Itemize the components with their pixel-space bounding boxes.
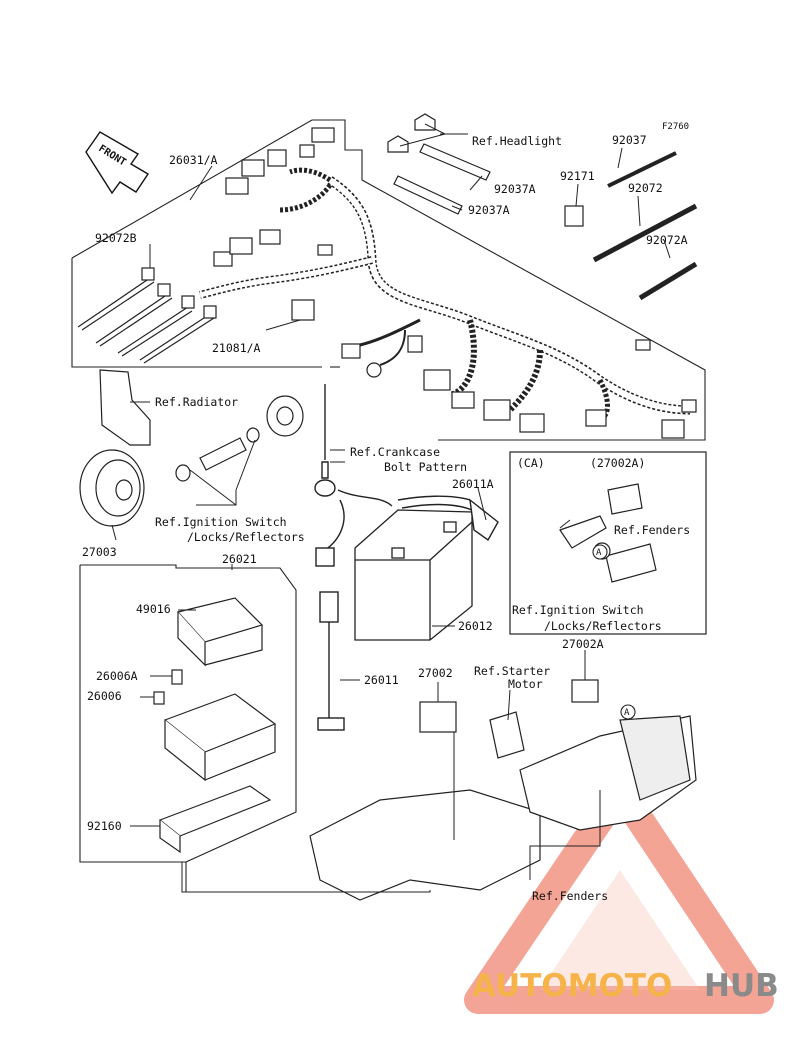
- part-label-92072A: 92072A: [646, 233, 688, 247]
- part-label-26006A: 26006A: [96, 669, 138, 683]
- watermark-triangle: [464, 776, 774, 1014]
- ignition-switch-parts: [175, 395, 304, 482]
- part-label-26021: 26021: [222, 552, 257, 566]
- ref-fenders-box: Ref.Fenders: [614, 523, 690, 537]
- watermark-logo: AUTOMOTO HUB: [472, 968, 779, 1004]
- harness-connectors: [213, 127, 697, 439]
- figure-code: F2760: [662, 122, 689, 132]
- part-label-92160: 92160: [87, 819, 122, 833]
- part-label-27002A: 27002A: [562, 637, 604, 651]
- part-label-92037A-1: 92037A: [494, 182, 536, 196]
- horn: [79, 369, 151, 527]
- leader-lines: [111, 123, 671, 893]
- ref-starter-1: Ref.Starter: [474, 664, 550, 678]
- fuse-box-parts: [153, 597, 277, 854]
- part-label-92037: 92037: [612, 133, 647, 147]
- ref-ignition-box-1: Ref.Ignition Switch: [512, 603, 644, 617]
- ref-radiator: Ref.Radiator: [155, 395, 238, 409]
- ref-crankcase-1: Ref.Crankcase: [350, 445, 440, 459]
- part-label-26031: 26031/A: [169, 153, 218, 167]
- part-label-26011: 26011: [364, 673, 399, 687]
- front-arrow-icon: FRONT: [85, 131, 149, 195]
- ref-ignition-left-1: Ref.Ignition Switch: [155, 515, 287, 529]
- starter-relay: [419, 679, 599, 759]
- rear-fender: [309, 715, 697, 901]
- part-label-27002: 27002: [418, 666, 453, 680]
- ref-starter-2: Motor: [508, 677, 543, 691]
- marker-a-inset: A: [592, 544, 608, 560]
- ref-ignition-left-2: /Locks/Reflectors: [187, 530, 305, 544]
- part-label-27003: 27003: [82, 545, 117, 559]
- ca-region-label: (CA): [517, 456, 545, 470]
- ref-ignition-box-2: /Locks/Reflectors: [544, 619, 662, 633]
- part-label-26012: 26012: [458, 619, 493, 633]
- ref-headlight: Ref.Headlight: [472, 134, 562, 148]
- wiring-harness: [199, 167, 691, 423]
- ref-crankcase-2: Bolt Pattern: [384, 460, 467, 474]
- part-label-92072B: 92072B: [95, 231, 137, 245]
- fuse-box-panel: [79, 564, 297, 892]
- part-label-92037A-2: 92037A: [468, 203, 510, 217]
- harness-panel-outline: [71, 119, 706, 441]
- svg-text:A: A: [596, 548, 602, 558]
- band-clips-92072B: [77, 267, 217, 364]
- svg-text:HUB: HUB: [704, 968, 779, 1004]
- ref-fenders-bottom: Ref.Fenders: [532, 889, 608, 903]
- svg-text:A: A: [624, 708, 630, 718]
- part-label-92072: 92072: [628, 181, 663, 195]
- marker-a-main: A: [620, 704, 636, 720]
- part-label-49016: 49016: [136, 602, 171, 616]
- headlight-brackets: [387, 113, 698, 301]
- battery: [354, 509, 473, 641]
- part-label-26011A: 26011A: [452, 477, 494, 491]
- part-label-27002A-box: (27002A): [590, 456, 645, 470]
- part-label-92171: 92171: [560, 169, 595, 183]
- svg-text:AUTOMOTO: AUTOMOTO: [472, 968, 672, 1004]
- part-label-26006: 26006: [87, 689, 122, 703]
- part-label-21081: 21081/A: [212, 341, 261, 355]
- battery-cables: [314, 384, 499, 731]
